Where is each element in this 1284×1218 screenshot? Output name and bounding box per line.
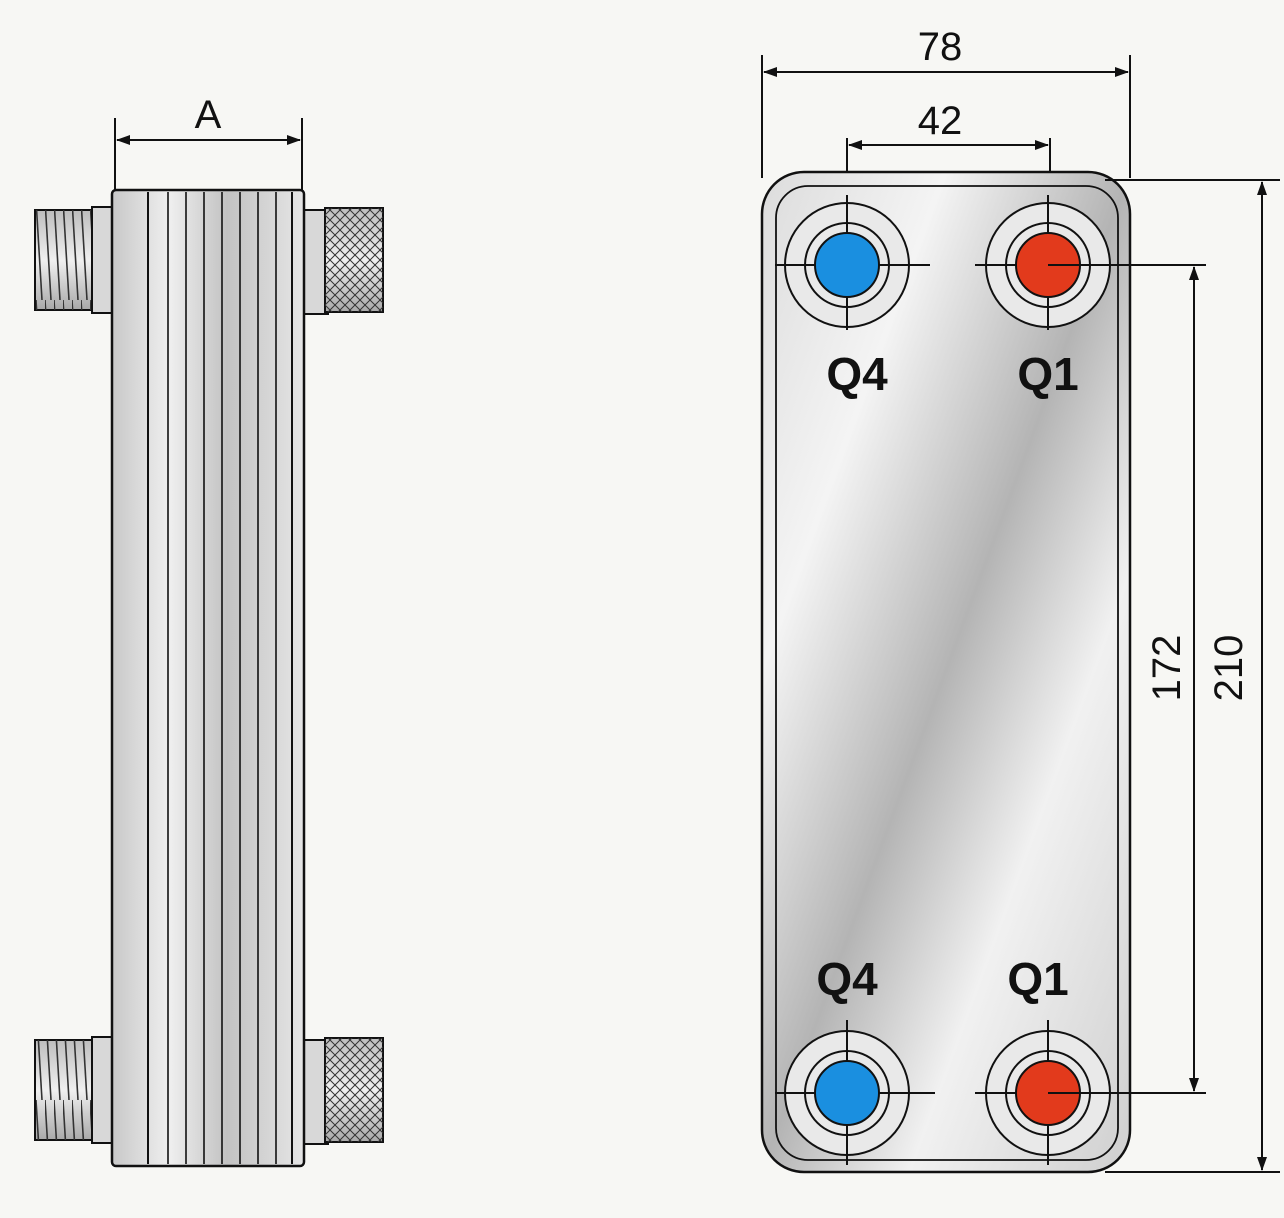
port-top-left [775, 195, 930, 330]
dimension-a-label: A [195, 93, 222, 137]
port-label-top-left: Q4 [826, 348, 888, 400]
port-label-bottom-left: Q4 [816, 953, 878, 1005]
front-view: 78 42 [760, 25, 1280, 1174]
dimension-port-vertical-spacing: 172 [1048, 264, 1206, 1094]
port-bottom-left [775, 1020, 935, 1165]
plate-stack [110, 188, 306, 1168]
dimension-a: A [114, 93, 303, 192]
right-bottom-connector [301, 1037, 384, 1145]
right-top-connector [301, 207, 384, 315]
left-bottom-connector [34, 1036, 115, 1144]
front-plate [760, 170, 1132, 1174]
dimension-overall-height: 210 [1105, 179, 1280, 1173]
side-view: A [34, 93, 384, 1168]
port-label-bottom-right: Q1 [1007, 953, 1068, 1005]
cold-port-dot [814, 232, 880, 298]
dimension-port-vertical-spacing-label: 172 [1145, 635, 1189, 702]
dimension-overall-width: 78 [761, 25, 1131, 178]
left-top-connector [34, 206, 115, 314]
cold-port-dot [814, 1060, 880, 1126]
dimension-overall-height-label: 210 [1207, 635, 1251, 702]
port-label-top-right: Q1 [1017, 348, 1078, 400]
dimension-overall-width-label: 78 [918, 25, 963, 69]
dimension-port-spacing-label: 42 [918, 99, 963, 143]
